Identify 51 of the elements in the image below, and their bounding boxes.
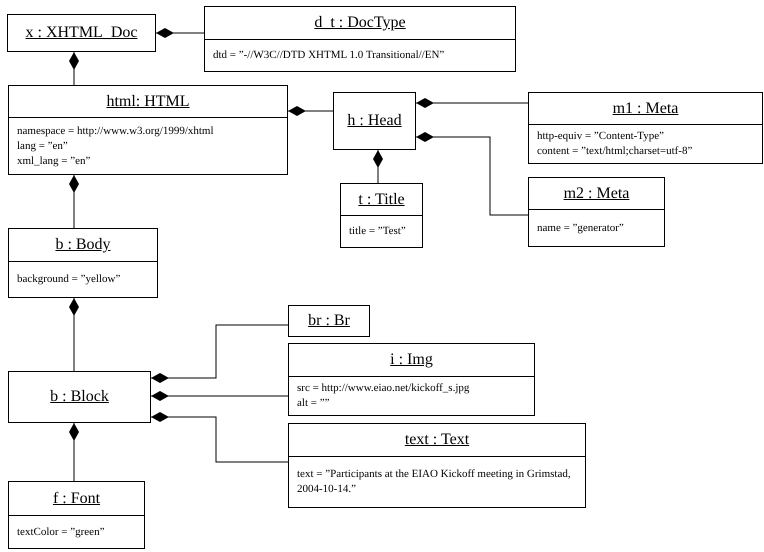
object-box <box>340 183 423 248</box>
attribute-text: http-equiv = ”Content-Type” <box>537 129 666 144</box>
composition-connector <box>373 150 383 184</box>
attribute-text: alt = ”” <box>297 396 330 411</box>
object-name: b : Block <box>50 389 109 405</box>
attribute-text: src = http://www.eiao.net/kickoff_s.jpg <box>297 381 470 396</box>
composition-connector <box>69 298 79 372</box>
attribute-text: title = ”Test” <box>349 224 407 239</box>
composition-connector <box>69 174 79 228</box>
composition-connector <box>150 324 288 383</box>
object-box <box>333 92 416 150</box>
object-box <box>7 14 156 52</box>
object-box <box>8 85 288 175</box>
object-box <box>288 343 535 416</box>
object-box <box>288 423 586 508</box>
attribute-text: dtd = ”-//W3C//DTD XHTML 1.0 Transitional//EN” <box>213 48 446 63</box>
object-box <box>288 305 370 337</box>
object-name: i : Img <box>390 352 433 368</box>
object-name: m2 : Meta <box>564 186 630 202</box>
object-name: t : Title <box>358 192 405 208</box>
object-name: br : Br <box>308 313 350 329</box>
attribute-text: namespace = http://www.w3.org/1999/xhtml <box>17 124 215 138</box>
object-name: f : Font <box>52 490 100 506</box>
object-name: b : Body <box>55 237 111 253</box>
object-box <box>528 177 665 247</box>
object-name: m1 : Meta <box>612 100 678 116</box>
object-box <box>204 6 516 72</box>
object-name: html: HTML <box>106 94 190 110</box>
composition-connector <box>156 28 204 38</box>
attribute-text: name = ”generator” <box>537 220 625 236</box>
object-name: d_t : DocType <box>314 15 406 31</box>
composition-connector <box>69 52 79 86</box>
composition-connector <box>288 106 334 116</box>
composition-connector <box>416 98 528 108</box>
attribute-text: text = ”Participants at the EIAO Kickoff meeting in Grimstad, 2004-10-14.” <box>297 467 572 497</box>
attribute-text: content = ”text/html;charset=utf-8” <box>537 144 694 159</box>
attribute-text: background = ”yellow” <box>17 272 122 287</box>
attribute-text: textColor = ”green” <box>17 524 106 540</box>
composition-connector <box>416 132 528 216</box>
object-name: h : Head <box>347 113 402 129</box>
attribute-text: lang = ”en” <box>17 138 69 154</box>
composition-connector <box>150 412 288 462</box>
attribute-text: xml_lang = ”en” <box>17 154 92 168</box>
object-box <box>8 228 158 298</box>
object-name: x : XHTML_Doc <box>26 25 138 41</box>
object-box <box>528 92 763 164</box>
composition-connector <box>150 391 288 401</box>
object-box <box>8 371 151 423</box>
object-box <box>8 481 145 549</box>
composition-connector <box>69 422 79 482</box>
object-name: text : Text <box>404 432 470 448</box>
